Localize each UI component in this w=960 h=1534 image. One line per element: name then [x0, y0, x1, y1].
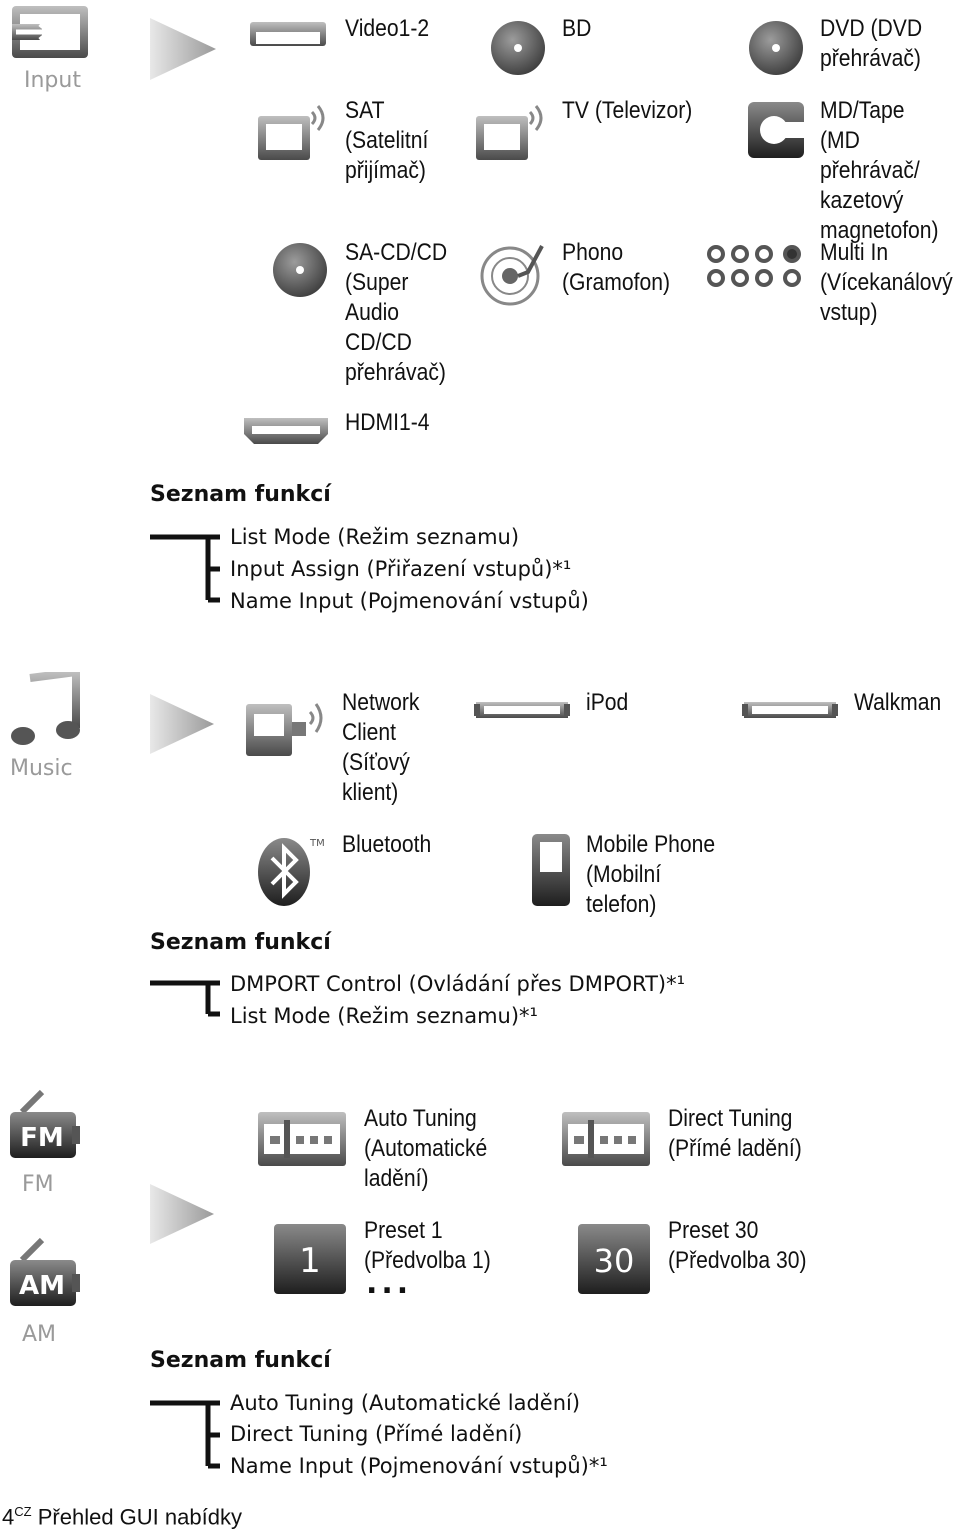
am-caption: AM — [22, 1322, 57, 1347]
multi-channel-icon — [706, 244, 804, 295]
music-item-network-client[interactable]: Network Client (Síťový klient) — [342, 689, 420, 806]
music-caption: Music — [10, 756, 73, 781]
network-client-icon — [244, 690, 328, 763]
tuner-item-preset-1[interactable]: Preset 1 (Předvolba 1) — [364, 1217, 491, 1274]
language-code: CZ — [14, 1504, 32, 1519]
music-functions-heading: Seznam funkcí — [150, 930, 331, 955]
svg-text:AM: AM — [19, 1271, 65, 1301]
input-item-dvd[interactable]: DVD (DVD přehrávač) — [820, 15, 923, 72]
svg-text:1: 1 — [299, 1241, 321, 1281]
tree-connector — [150, 1400, 220, 1469]
play-arrow-icon — [150, 694, 214, 759]
svg-text:TM: TM — [309, 838, 325, 849]
fm-category-icon[interactable]: FM — [8, 1088, 80, 1167]
satellite-tv-icon — [256, 98, 328, 167]
input-item-video[interactable]: Video1-2 — [345, 15, 430, 42]
music-item-bluetooth[interactable]: Bluetooth — [342, 831, 432, 858]
tuning-icon — [560, 1110, 652, 1173]
tuner-item-preset-30[interactable]: Preset 30 (Předvolba 30) — [668, 1217, 807, 1274]
footer-title: Přehled GUI nabídky — [37, 1504, 242, 1530]
input-function-input-assign[interactable]: Input Assign (Přiřazení vstupů)*¹ — [230, 557, 572, 581]
input-functions-heading: Seznam funkcí — [150, 482, 331, 507]
input-item-hdmi[interactable]: HDMI1-4 — [345, 409, 430, 436]
dock-connector-icon — [474, 694, 570, 731]
input-item-tv[interactable]: TV (Televizor) — [562, 97, 693, 124]
dock-connector-icon — [742, 694, 838, 731]
input-caption: Input — [24, 68, 81, 93]
tuning-icon — [256, 1110, 348, 1173]
music-item-walkman[interactable]: Walkman — [854, 689, 942, 716]
page-number: 4 — [2, 1504, 15, 1530]
input-item-multi-in[interactable]: Multi In (Vícekanálový vstup) — [820, 239, 953, 326]
tree-connector — [150, 534, 220, 603]
tv-icon — [474, 98, 546, 167]
hdmi-icon — [242, 414, 330, 451]
music-function-dmport-control[interactable]: DMPORT Control (Ovládání přes DMPORT)*¹ — [230, 972, 686, 996]
input-item-phono[interactable]: Phono (Gramofon) — [562, 239, 670, 296]
input-item-sacd[interactable]: SA-CD/CD (Super Audio CD/CD přehrávač) — [345, 239, 448, 386]
tuner-item-auto-tuning[interactable]: Auto Tuning (Automatické ladění) — [364, 1105, 488, 1192]
tree-connector — [150, 980, 220, 1017]
disc-icon — [490, 20, 546, 81]
mobile-phone-icon — [530, 832, 572, 913]
input-function-list-mode[interactable]: List Mode (Režim seznamu) — [230, 525, 520, 549]
ellipsis: ... — [366, 1266, 413, 1301]
page-footer: 4CZ Přehled GUI nabídky — [2, 1504, 242, 1530]
md-tape-icon — [746, 100, 806, 165]
music-function-list-mode[interactable]: List Mode (Režim seznamu)*¹ — [230, 1004, 538, 1028]
fm-caption: FM — [22, 1172, 54, 1197]
input-function-name-input[interactable]: Name Input (Pojmenování vstupů) — [230, 589, 589, 613]
svg-text:FM: FM — [20, 1123, 64, 1153]
music-category-icon[interactable] — [10, 667, 80, 757]
bluetooth-icon: TM — [254, 832, 328, 913]
preset-30-icon: 30 — [576, 1222, 652, 1301]
turntable-icon — [478, 242, 548, 311]
am-category-icon[interactable]: AM — [8, 1236, 80, 1315]
input-item-md-tape[interactable]: MD/Tape (MD přehrávač/ kazetový magnetof… — [820, 97, 939, 244]
video-connector-icon — [248, 20, 328, 53]
disc-icon — [748, 20, 804, 81]
tuner-function-direct-tuning[interactable]: Direct Tuning (Přímé ladění) — [230, 1422, 523, 1446]
input-category-icon[interactable] — [8, 4, 92, 68]
play-arrow-icon — [150, 18, 216, 85]
tuner-function-auto-tuning[interactable]: Auto Tuning (Automatické ladění) — [230, 1391, 581, 1415]
input-item-bd[interactable]: BD — [562, 15, 592, 42]
svg-text:30: 30 — [594, 1242, 635, 1280]
disc-icon — [272, 242, 328, 303]
tuner-function-name-input[interactable]: Name Input (Pojmenování vstupů)*¹ — [230, 1454, 608, 1478]
tuner-item-direct-tuning[interactable]: Direct Tuning (Přímé ladění) — [668, 1105, 802, 1162]
input-item-sat[interactable]: SAT (Satelitní přijímač) — [345, 97, 429, 184]
music-item-mobile-phone[interactable]: Mobile Phone (Mobilní telefon) — [586, 831, 716, 918]
play-arrow-icon — [150, 1184, 214, 1249]
music-item-ipod[interactable]: iPod — [586, 689, 629, 716]
preset-1-icon: 1 — [272, 1222, 348, 1301]
tuner-functions-heading: Seznam funkcí — [150, 1348, 331, 1373]
